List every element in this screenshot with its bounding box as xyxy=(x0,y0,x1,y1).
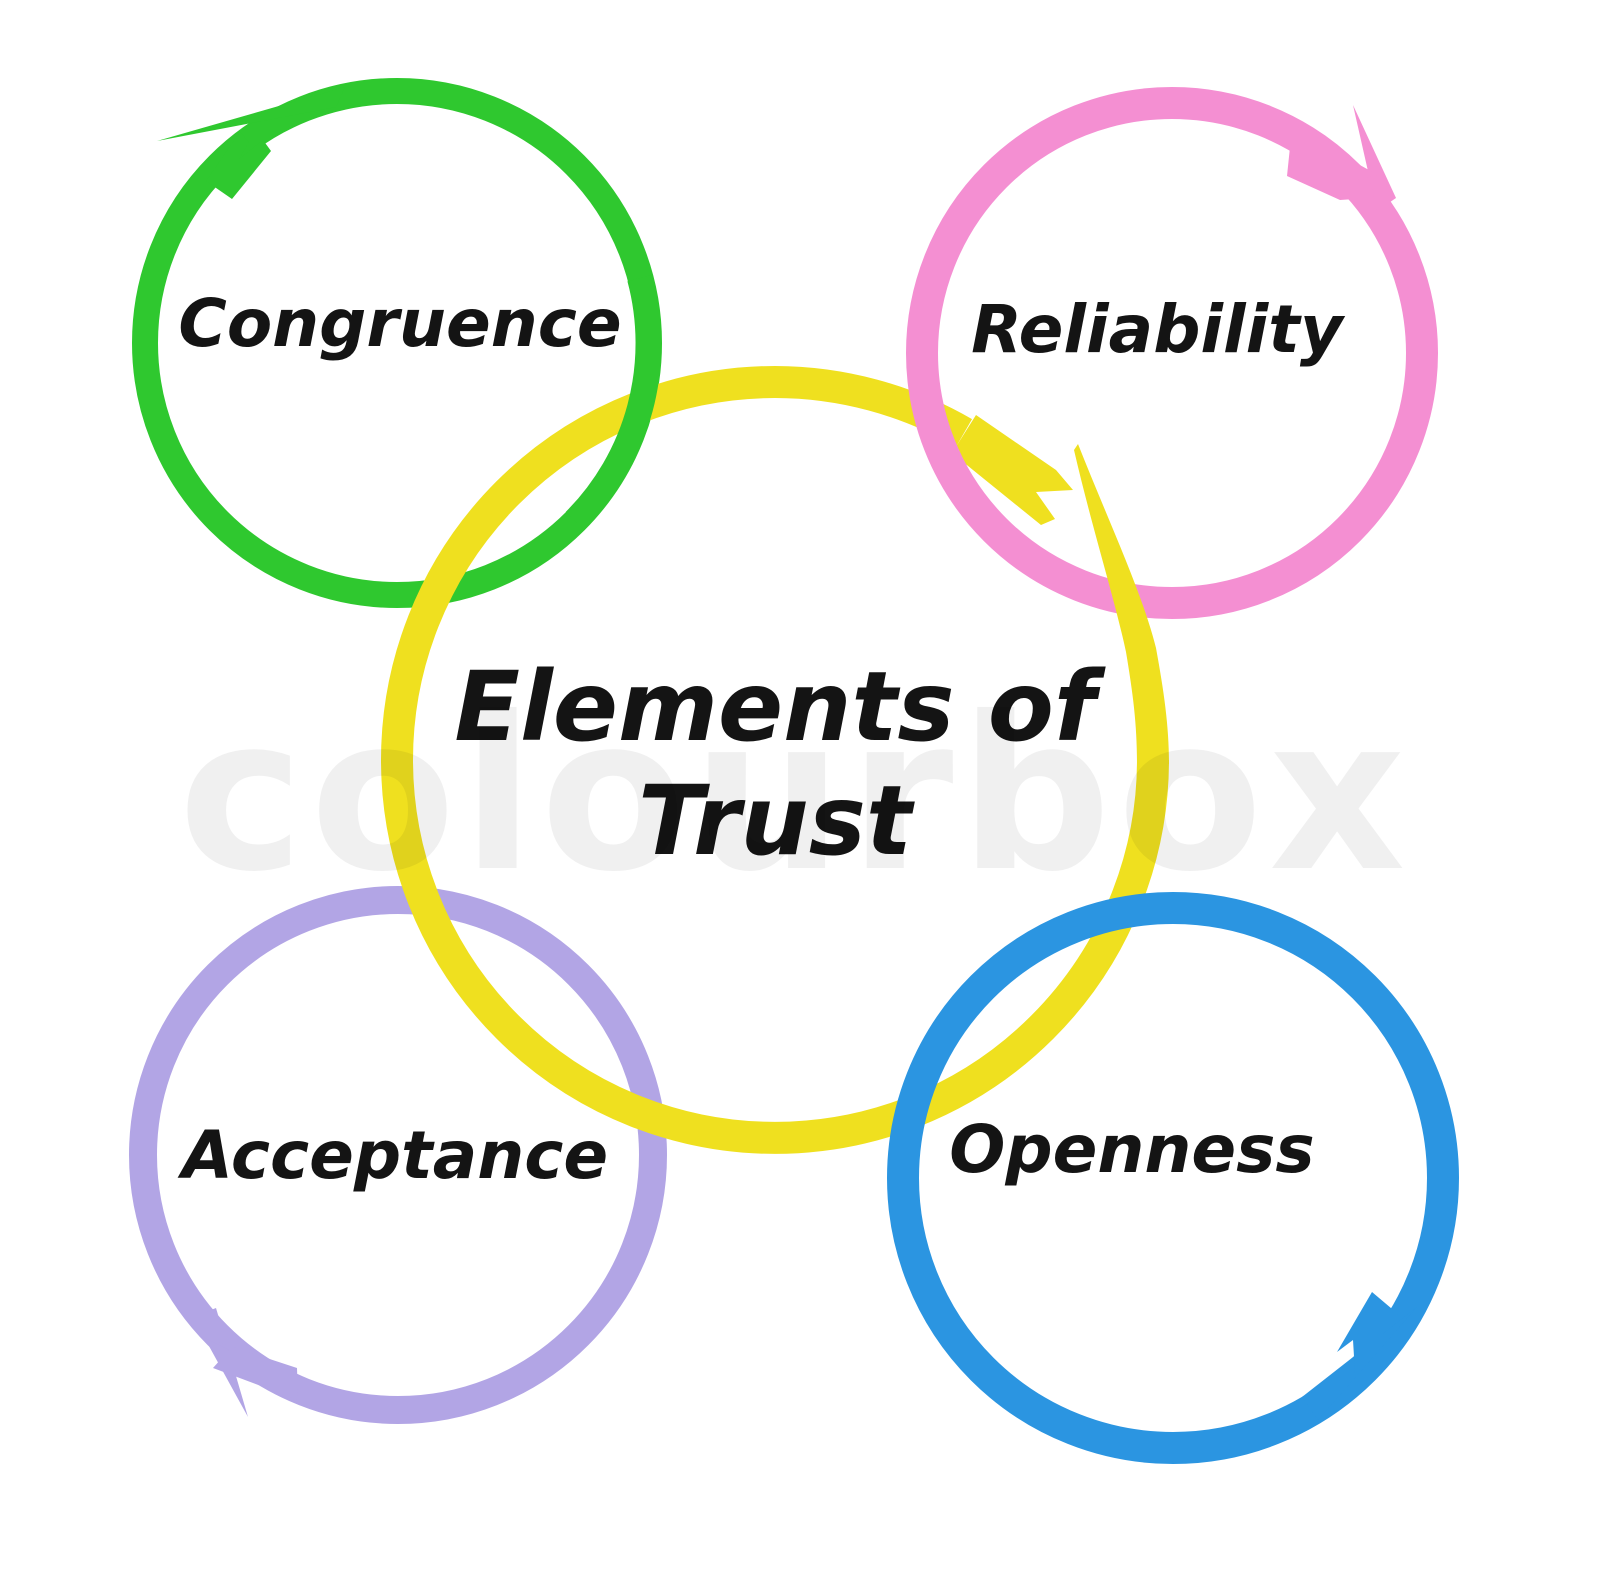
congruence-brush-tail xyxy=(157,87,345,141)
acceptance-brush-flick xyxy=(203,1337,298,1400)
openness-label: Openness xyxy=(949,1111,1314,1188)
acceptance-circle xyxy=(129,886,667,1424)
reliability-circle xyxy=(906,87,1438,619)
diagram-title-line1: Elements of xyxy=(454,651,1105,763)
congruence-circle-overlap xyxy=(565,274,662,531)
reliability-brush-flick xyxy=(1287,147,1378,200)
openness-circle xyxy=(887,892,1459,1464)
hub-brush-tail xyxy=(1074,444,1169,764)
diagram-title-line2: Trust xyxy=(638,765,915,877)
openness-brush-flick xyxy=(1337,1292,1398,1373)
hub-circle xyxy=(380,365,1169,1154)
congruence-brush-flick xyxy=(206,132,271,199)
reliability-brush-tail xyxy=(1353,105,1396,211)
acceptance-label: Acceptance xyxy=(177,1117,608,1194)
hub-brush-flick xyxy=(952,415,1073,525)
watermark: colourbox xyxy=(178,671,1411,918)
reliability-label: Reliability xyxy=(971,291,1346,368)
congruence-label: Congruence xyxy=(178,285,621,362)
